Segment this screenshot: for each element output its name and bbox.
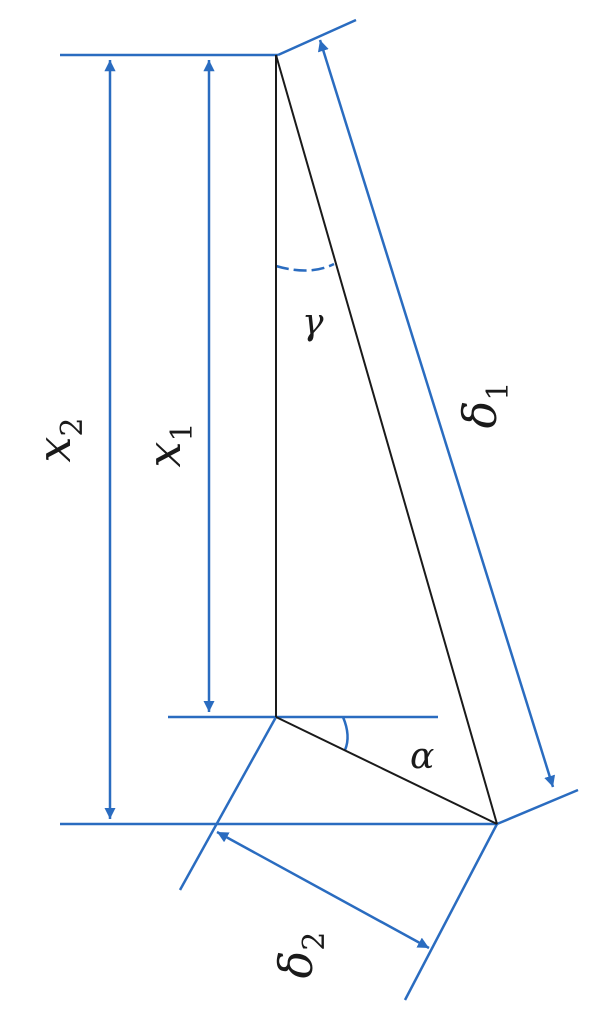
gamma-label: γ — [302, 302, 324, 343]
delta2-label: δ2 — [269, 932, 332, 979]
x1-label: x1 — [137, 422, 200, 467]
reference-lines — [60, 18, 579, 1001]
x2-label-group: x2 — [27, 417, 90, 462]
mid-slant-extension-line — [178, 716, 278, 891]
short-side — [275, 716, 498, 825]
x2-label: x2 — [27, 417, 90, 462]
delta1-label-group: δ1 — [453, 382, 516, 429]
top-extension-line — [277, 18, 357, 57]
delta2-label-group: δ2 — [269, 932, 332, 979]
delta1-label: δ1 — [453, 382, 516, 429]
gamma-angle-arc — [275, 262, 335, 272]
x1-label-group: x1 — [137, 422, 200, 467]
delta1-dimension-arrow — [317, 39, 556, 788]
alpha-label: α — [410, 736, 434, 777]
dimension-arrows — [104, 39, 556, 950]
delta2-dimension-arrow — [216, 830, 430, 950]
bottom-right-extension-line — [496, 788, 579, 826]
bottom-slant-extension-line — [403, 823, 499, 1001]
hypotenuse — [275, 54, 498, 825]
alpha-angle-arc — [341, 716, 349, 751]
geometry-lines — [275, 54, 498, 825]
